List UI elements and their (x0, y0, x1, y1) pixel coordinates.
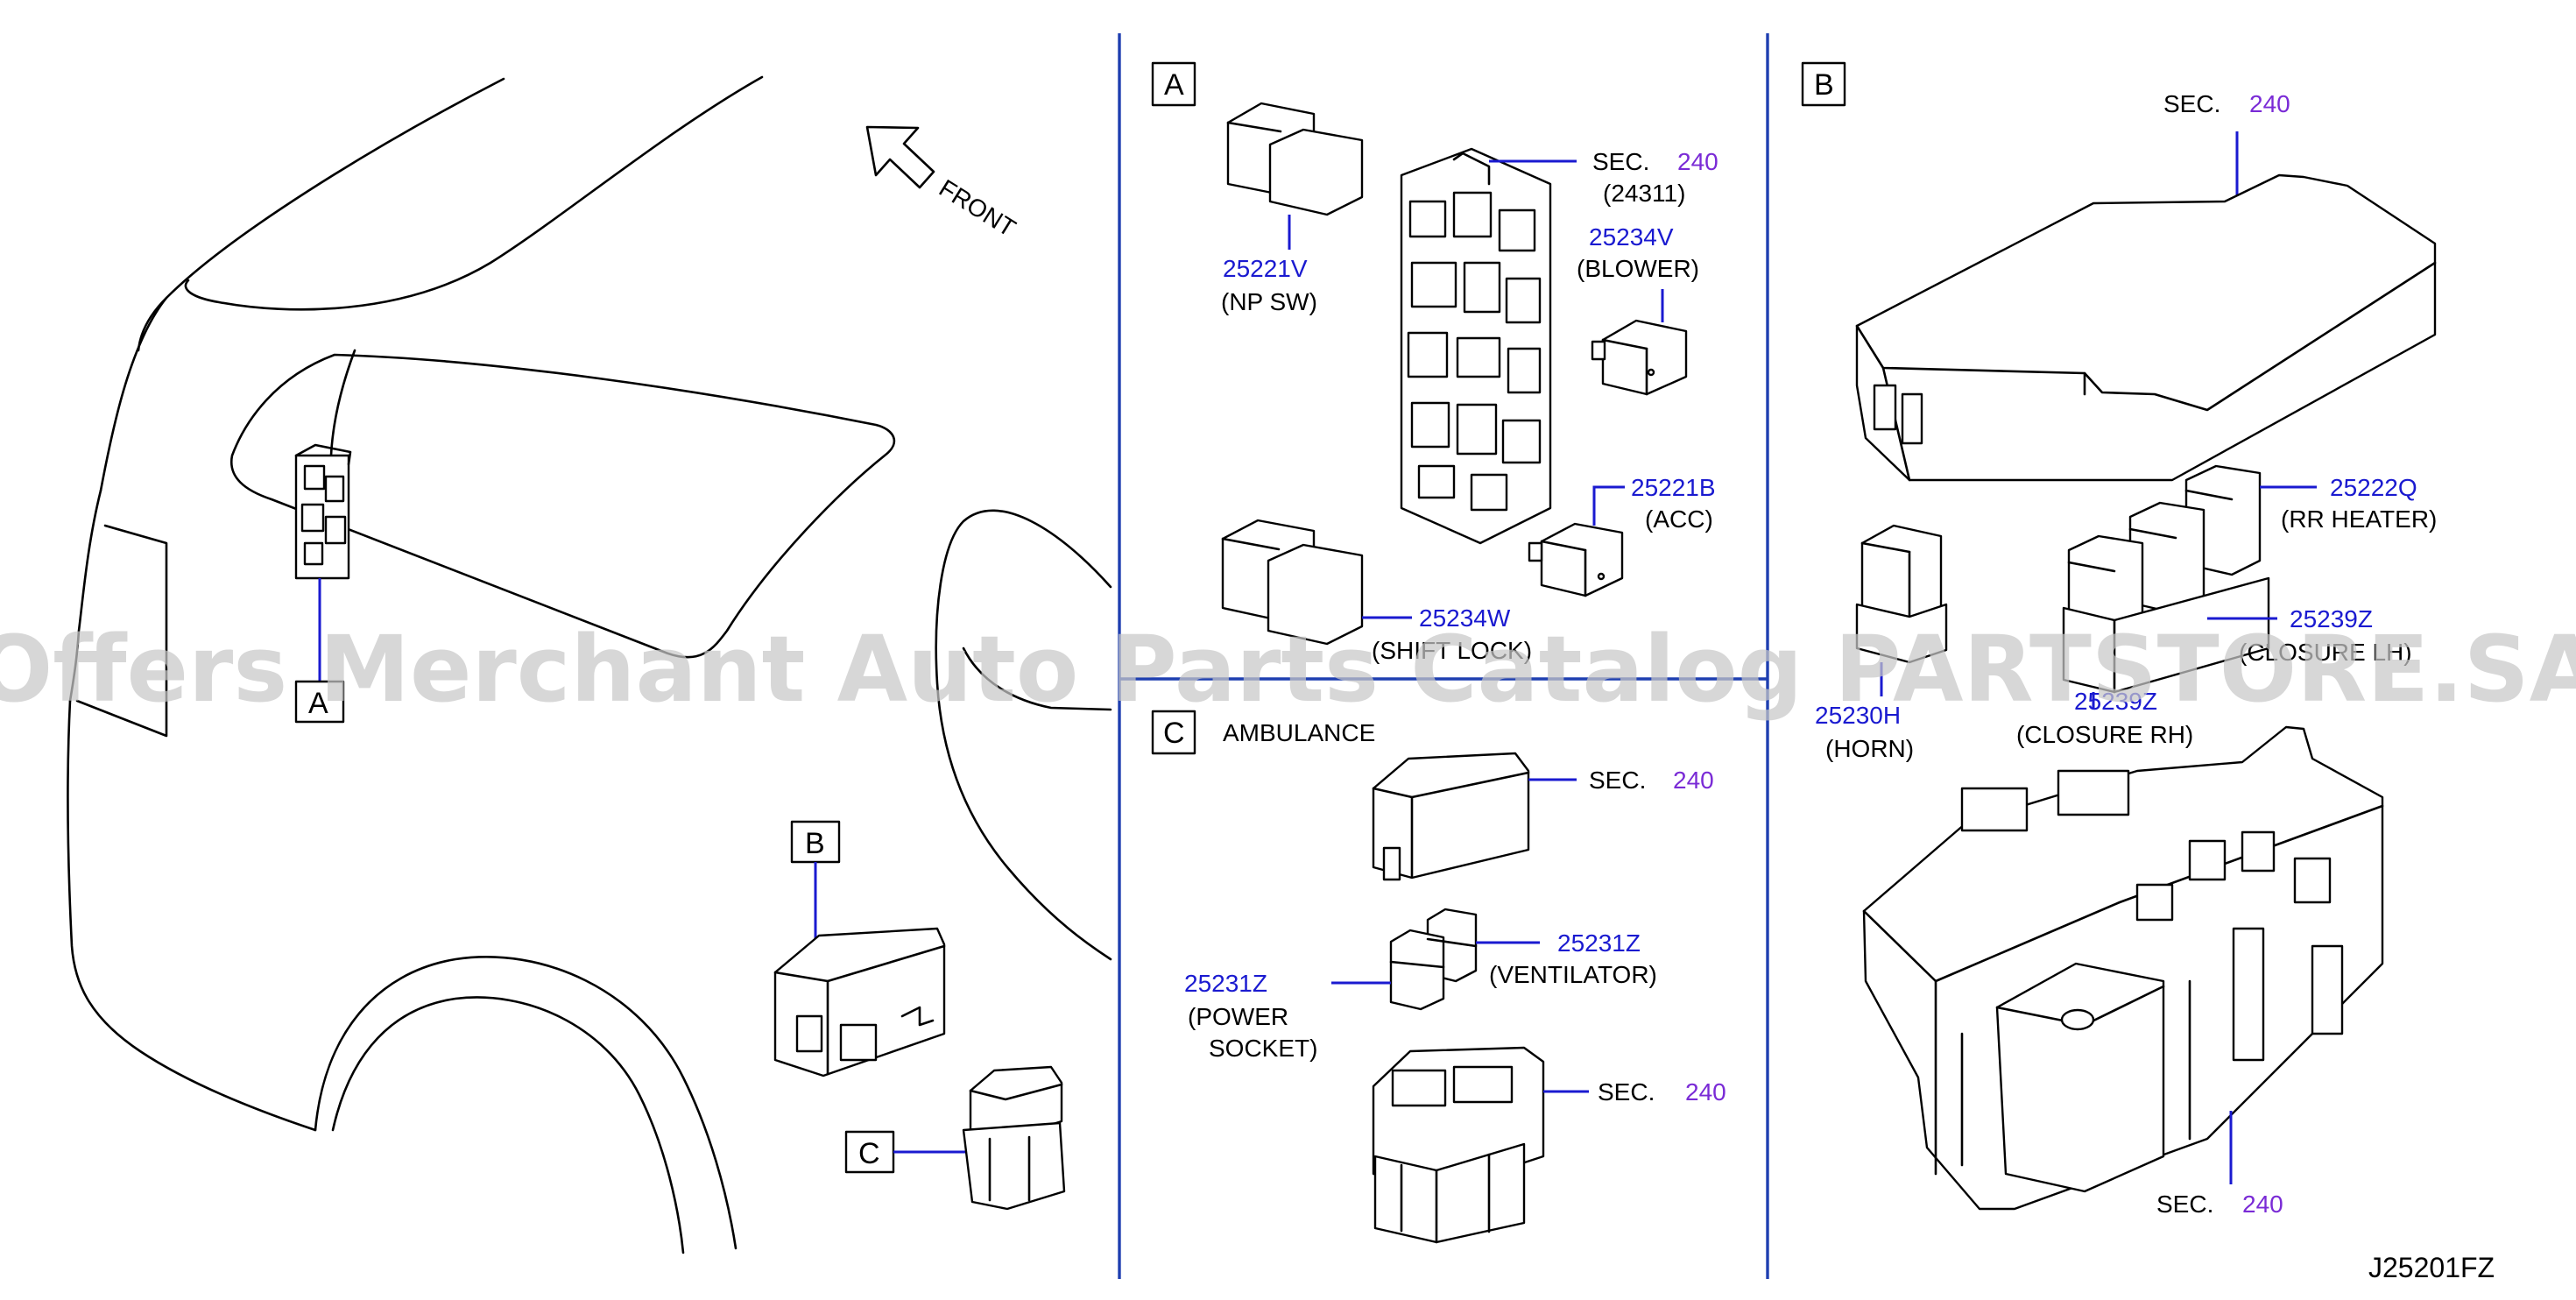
svg-text:(NP SW): (NP SW) (1221, 288, 1317, 315)
svg-text:(HORN): (HORN) (1825, 735, 1914, 762)
relay-25221b: 25221B (ACC) (1528, 474, 1716, 597)
svg-text:A: A (308, 687, 328, 720)
svg-text:(CLOSURE RH): (CLOSURE RH) (2016, 721, 2193, 748)
front-arrow-icon: FRONT (865, 125, 1020, 242)
section-c: C AMBULANCE SEC. 240 25231Z (VENTILATOR)… (1151, 710, 1726, 1244)
svg-text:AMBULANCE: AMBULANCE (1223, 719, 1375, 746)
svg-text:240: 240 (1677, 148, 1719, 175)
svg-text:25230H: 25230H (1815, 702, 1901, 729)
watermark-text: Offers Merchant Auto Parts Catalog PARTS… (0, 616, 2576, 723)
svg-text:(24311): (24311) (1603, 180, 1685, 207)
relay-cluster-b (2062, 464, 2317, 710)
svg-text:FRONT: FRONT (935, 174, 1020, 242)
svg-text:(CLOSURE LH): (CLOSURE LH) (2239, 639, 2412, 666)
relay-cover-c (1372, 752, 1577, 881)
svg-text:25239Z: 25239Z (2290, 605, 2373, 632)
relay-c-overview: C (844, 1065, 1066, 1211)
section-a: A 25221V (NP SW) (1151, 61, 1719, 664)
relay-base-c (1372, 1046, 1589, 1244)
svg-text:(BLOWER): (BLOWER) (1577, 255, 1699, 282)
svg-text:25231Z: 25231Z (1184, 970, 1267, 997)
svg-text:(SHIFT LOCK): (SHIFT LOCK) (1372, 637, 1532, 664)
svg-text:C: C (858, 1137, 880, 1170)
svg-text:240: 240 (1685, 1078, 1726, 1106)
svg-text:(VENTILATOR): (VENTILATOR) (1489, 961, 1657, 988)
fuse-box-b-overview: B (773, 820, 946, 1077)
svg-text:25222Q: 25222Q (2330, 474, 2417, 501)
svg-text:(POWER: (POWER (1188, 1003, 1288, 1030)
svg-text:25221V: 25221V (1223, 255, 1308, 282)
fuse-block-a-location (294, 443, 352, 683)
relay-25221v: 25221V (NP SW) (1221, 102, 1364, 315)
svg-text:SEC.: SEC. (1598, 1078, 1655, 1106)
svg-text:B: B (805, 827, 825, 860)
svg-text:25234W: 25234W (1419, 604, 1511, 632)
diagram-code: J25201FZ (2368, 1252, 2495, 1283)
svg-text:240: 240 (2249, 90, 2290, 117)
relay-25234w: 25234W (SHIFT LOCK) (1221, 519, 1532, 664)
svg-text:25239Z: 25239Z (2074, 688, 2157, 715)
svg-text:25234V: 25234V (1589, 223, 1674, 251)
svg-text:A: A (1164, 68, 1184, 102)
callout-a-overview: A (294, 680, 345, 724)
svg-text:SEC.: SEC. (2163, 90, 2220, 117)
fuse-block-24311 (1400, 147, 1577, 545)
svg-text:25221B: 25221B (1631, 474, 1716, 501)
fuse-box-cover-b (1855, 173, 2437, 482)
svg-text:C: C (1163, 717, 1185, 750)
fuse-box-lower-b (1862, 725, 2384, 1211)
relay-25234v: 25234V (BLOWER) (1577, 223, 1699, 396)
svg-text:(ACC): (ACC) (1645, 505, 1713, 533)
svg-text:25231Z: 25231Z (1557, 929, 1641, 957)
svg-text:240: 240 (1673, 767, 1714, 794)
relay-25231z-pair (1331, 908, 1540, 1011)
svg-text:SOCKET): SOCKET) (1209, 1035, 1317, 1062)
vehicle-outline (67, 75, 1112, 1254)
svg-text:SEC.: SEC. (2156, 1190, 2213, 1218)
section-b: B SEC. 240 25230H (HORN) (1801, 61, 2437, 1218)
svg-text:SEC.: SEC. (1592, 148, 1649, 175)
svg-text:SEC.: SEC. (1589, 767, 1646, 794)
relay-25230h (1855, 524, 1948, 696)
svg-text:B: B (1814, 68, 1834, 102)
svg-text:240: 240 (2242, 1190, 2283, 1218)
svg-text:(RR HEATER): (RR HEATER) (2281, 505, 2437, 533)
